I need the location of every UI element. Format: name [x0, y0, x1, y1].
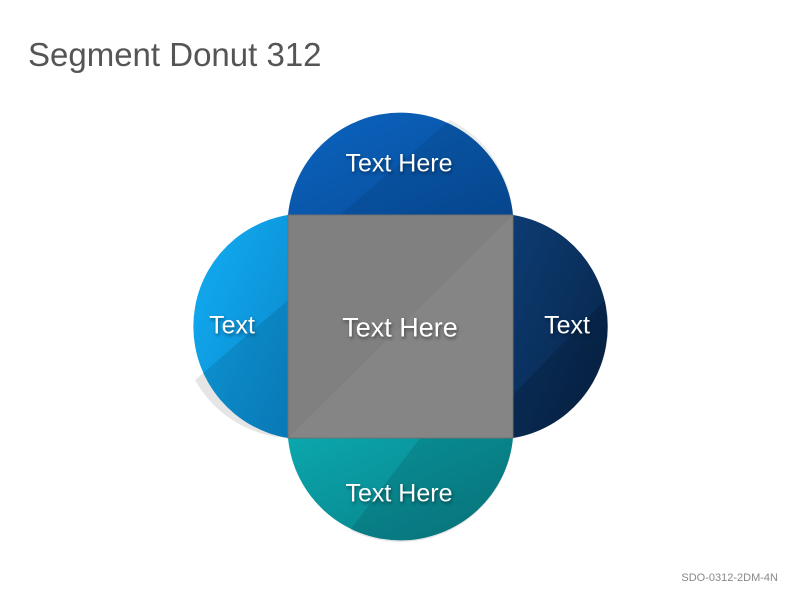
segment-right	[513, 215, 609, 438]
segment-left	[193, 215, 288, 438]
segment-top-label: Text Here	[345, 149, 453, 178]
segment-left-label: Text	[209, 311, 255, 340]
footer-code: SDO-0312-2DM-4N	[681, 572, 778, 584]
slide-title: Segment Donut 312	[28, 36, 322, 73]
center-square	[287, 214, 514, 439]
segment-bottom	[288, 438, 513, 542]
center-label: Text Here	[342, 312, 458, 343]
segment-right-label: Text	[544, 311, 590, 340]
segment-top	[288, 112, 513, 215]
segment-bottom-label: Text Here	[345, 479, 453, 508]
